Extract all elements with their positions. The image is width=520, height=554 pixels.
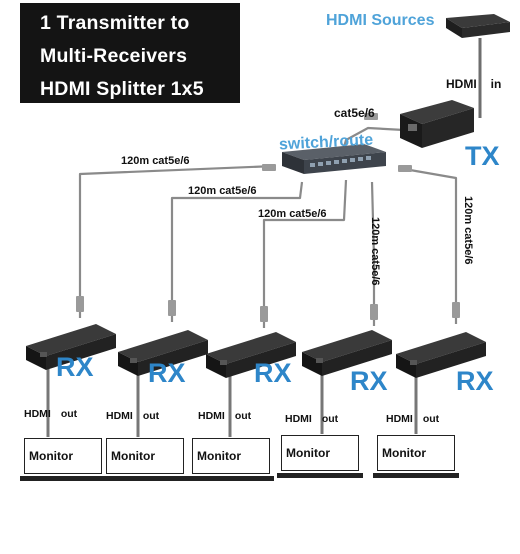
- hdmi-out-label-1: HDMI out: [24, 408, 77, 420]
- link-label-2: 120m cat5e/6: [188, 185, 257, 197]
- monitor-3: Monitor: [192, 438, 270, 474]
- monitor-stand-icon: [102, 476, 188, 481]
- rj45-plug-icon: [260, 306, 268, 322]
- rx-label-4: RX: [350, 366, 388, 396]
- hdmi-out-hdmi-text: HDMI: [198, 410, 225, 422]
- link-label-3: 120m cat5e/6: [258, 208, 327, 220]
- link-cable-4: [370, 181, 376, 326]
- monitor-label-2: Monitor: [111, 449, 155, 463]
- hdmi-out-hdmi-text: HDMI: [285, 413, 312, 425]
- network-switch-icon: [282, 144, 386, 174]
- monitor-label-4: Monitor: [286, 446, 330, 460]
- rj45-plug-icon: [370, 304, 378, 320]
- link-label-4: 120m cat5e/6: [369, 217, 381, 286]
- hdmi-out-out-text: out: [321, 413, 339, 425]
- link-cable-3: [262, 179, 348, 328]
- rj45-plug-icon: [452, 302, 460, 318]
- monitor-1: Monitor: [24, 438, 102, 474]
- rx-label-3: RX: [254, 358, 292, 388]
- monitor-stand-icon: [277, 473, 363, 478]
- title-line-3: HDMI Splitter 1x5: [40, 78, 204, 100]
- rx-device-icon-3: [206, 332, 296, 378]
- title-banner: 1 Transmitter to Multi-Receivers HDMI Sp…: [20, 3, 240, 103]
- hdmi-in-hdmi-text: HDMI: [446, 77, 477, 91]
- hdmi-out-label-2: HDMI out: [106, 410, 159, 422]
- hdmi-in-suffix: in: [490, 77, 502, 91]
- hdmi-out-out-text: out: [60, 408, 78, 420]
- hdmi-out-out-text: out: [142, 410, 160, 422]
- link-label-1: 120m cat5e/6: [121, 155, 190, 167]
- hdmi-out-out-text: out: [234, 410, 252, 422]
- monitor-4: Monitor: [281, 435, 359, 471]
- monitor-label-3: Monitor: [197, 449, 241, 463]
- rx-label-2: RX: [148, 358, 186, 388]
- monitor-label-1: Monitor: [29, 449, 73, 463]
- rx-label-1: RX: [56, 352, 94, 382]
- hdmi-out-label-4: HDMI out: [285, 413, 338, 425]
- rx-device-icon-4: [302, 330, 392, 376]
- rj45-plug-icon: [364, 113, 378, 120]
- tx-device-icon: [400, 100, 474, 148]
- tx-label: TX: [465, 141, 500, 171]
- rx-device-icon-5: [396, 332, 486, 378]
- hdmi-out-label-5: HDMI out: [386, 413, 439, 425]
- monitor-5: Monitor: [377, 435, 455, 471]
- hdmi-source-device-icon: [446, 14, 510, 38]
- hdmi-sources-label: HDMI Sources: [326, 12, 435, 29]
- hdmi-in-label: HDMI in: [446, 77, 501, 91]
- hdmi-out-hdmi-text: HDMI: [106, 410, 133, 422]
- hdmi-out-hdmi-text: HDMI: [24, 408, 51, 420]
- rx-device-icon-1: [26, 324, 116, 370]
- hdmi-out-out-text: out: [422, 413, 440, 425]
- rx-label-5: RX: [456, 366, 494, 396]
- hdmi-out-label-3: HDMI out: [198, 410, 251, 422]
- rx-device-icon-2: [118, 330, 208, 376]
- rj45-plug-icon: [168, 300, 176, 316]
- uplink-label: cat5e/6: [334, 106, 375, 120]
- rj45-plug-icon: [76, 296, 84, 312]
- link-cable-1: [78, 164, 276, 318]
- link-cable-5: [409, 168, 458, 324]
- link-label-5: 120m cat5e/6: [462, 196, 474, 265]
- monitor-label-5: Monitor: [382, 446, 426, 460]
- rj45-plug-icon: [398, 165, 412, 172]
- monitor-2: Monitor: [106, 438, 184, 474]
- rj45-plug-icon: [262, 164, 276, 171]
- monitor-stand-icon: [373, 473, 459, 478]
- monitor-stand-icon: [20, 476, 106, 481]
- title-line-2: Multi-Receivers: [40, 45, 188, 67]
- title-line-1: 1 Transmitter to: [40, 12, 190, 34]
- link-cable-2: [170, 181, 304, 322]
- monitor-stand-icon: [188, 476, 274, 481]
- hdmi-out-hdmi-text: HDMI: [386, 413, 413, 425]
